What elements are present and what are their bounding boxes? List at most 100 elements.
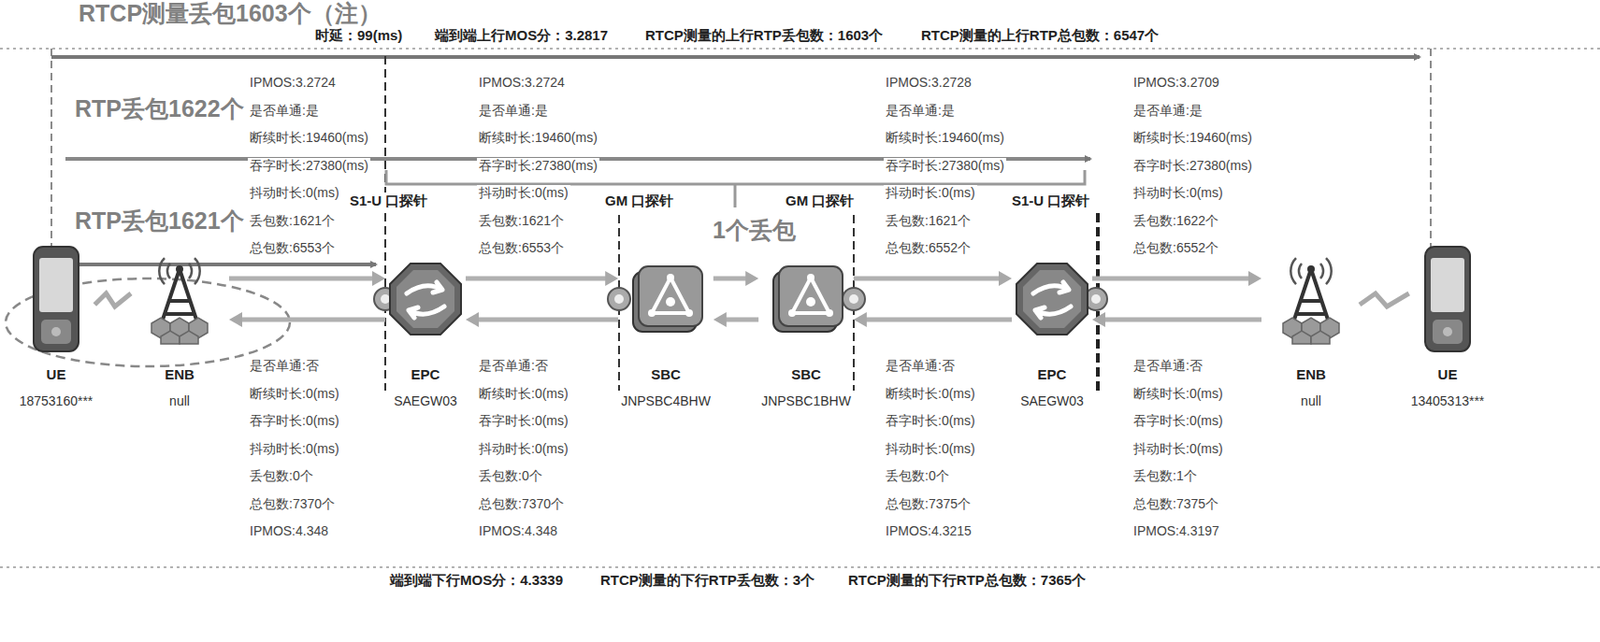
metric-text: 抖动时长:0(ms) (476, 441, 571, 457)
node-type: EPC (411, 366, 441, 383)
bottom-divider (0, 566, 1600, 569)
metric-text: 丢包数:1个 (1131, 468, 1199, 484)
metric-text: 断续时长:19460(ms) (1131, 129, 1255, 145)
metric-text: 断续时长:19460(ms) (247, 129, 371, 145)
stat-text: 时延：99(ms) (313, 27, 404, 44)
top-divider (0, 47, 1600, 50)
metric-text: 丢包数:0个 (883, 468, 952, 484)
flow-arrow (713, 271, 759, 287)
metric-text: 抖动时长:0(ms) (1131, 185, 1226, 201)
metric-text: 总包数:7375个 (1131, 496, 1221, 512)
metric-text: 是否单通:否 (883, 358, 957, 374)
metric-text: 丢包数:0个 (476, 468, 545, 484)
epc-icon (388, 261, 463, 337)
probe-label: S1-U 口探针 (347, 192, 430, 209)
metric-text: 总包数:6553个 (476, 240, 566, 256)
metric-text: 吞字时长:27380(ms) (247, 158, 371, 173)
node-type: SBC (791, 366, 822, 383)
metric-text: IPMOS:3.2728 (883, 74, 974, 90)
metric-text: 断续时长:0(ms) (247, 386, 342, 402)
network-node: ENB null (1264, 252, 1358, 409)
metric-text: 总包数:6552个 (1131, 240, 1221, 256)
metric-text: 总包数:7370个 (247, 496, 337, 512)
probe-label: S1-U 口探针 (1009, 192, 1092, 209)
node-id: null (1300, 393, 1322, 409)
node-type: UE (1438, 366, 1458, 383)
metric-text: 丢包数:1621个 (247, 213, 337, 229)
flow-arrow (853, 271, 1012, 287)
metric-text: 总包数:7370个 (476, 496, 566, 512)
node-id: null (169, 393, 190, 409)
metric-text: 是否单通:否 (476, 358, 550, 374)
loss-label: RTCP测量丢包1603个（注） (76, 0, 384, 28)
enb-icon (1264, 252, 1358, 346)
metric-text: 丢包数:1622个 (1131, 213, 1221, 229)
ue-icon (28, 243, 85, 356)
metric-text: 断续时长:0(ms) (1131, 386, 1226, 402)
metric-text: 总包数:6553个 (247, 240, 337, 256)
metric-text: IPMOS:3.2709 (1131, 74, 1222, 90)
sbc-icon (627, 262, 705, 336)
flow-arrow (1092, 312, 1262, 328)
node-id: SAEGW03 (1020, 393, 1084, 409)
ue-icon (1419, 243, 1476, 356)
stat-text: RTCP测量的下行RTP丢包数：3个 (598, 572, 817, 589)
metric-text: IPMOS:3.2724 (476, 74, 567, 90)
flow-arrow (713, 312, 759, 328)
probe-point (607, 288, 631, 311)
loss-label: RTP丢包1622个 (72, 95, 246, 123)
metric-text: 吞字时长:0(ms) (1131, 413, 1226, 429)
probe-point (842, 288, 865, 311)
rtp-arrow (65, 262, 376, 267)
metric-text: 吞字时长:0(ms) (476, 413, 571, 429)
metric-text: 抖动时长:0(ms) (883, 441, 978, 457)
flow-arrow (853, 312, 1012, 328)
metric-text: 抖动时长:0(ms) (476, 185, 571, 201)
network-node: EPCSAEGW03 (388, 261, 463, 409)
metric-text: 抖动时长:0(ms) (1131, 441, 1226, 457)
epc-icon (1014, 261, 1090, 337)
metric-text: IPMOS:4.348 (247, 523, 331, 539)
metric-text: IPMOS:4.3197 (1131, 523, 1222, 539)
metric-text: 是否单通:是 (1131, 102, 1205, 118)
metric-text: 吞字时长:27380(ms) (476, 158, 600, 173)
network-node: ENB null (132, 252, 227, 409)
metric-text: IPMOS:3.2724 (247, 74, 338, 90)
flow-arrow (229, 312, 386, 328)
sbc-icon (767, 262, 845, 336)
metric-text: 总包数:6552个 (883, 240, 973, 256)
node-type: ENB (164, 366, 195, 383)
metric-text: 抖动时长:0(ms) (247, 441, 342, 457)
flow-arrow (229, 271, 386, 287)
metric-text: 丢包数:0个 (247, 468, 316, 484)
metric-text: 吞字时长:27380(ms) (1131, 158, 1255, 173)
metric-text: 断续时长:19460(ms) (883, 129, 1007, 145)
metric-text: IPMOS:4.3215 (883, 523, 974, 539)
network-node: UE18753160*** (19, 243, 94, 409)
metric-text: 是否单通:是 (883, 102, 957, 118)
metric-text: 是否单通:否 (1131, 358, 1205, 374)
node-id: 13405313*** (1411, 393, 1485, 409)
node-type: UE (46, 366, 67, 383)
loss-label: RTP丢包1621个 (72, 207, 246, 235)
stat-text: 端到端下行MOS分：4.3339 (388, 572, 565, 589)
metric-text: 吞字时长:0(ms) (247, 413, 342, 429)
probe-dash (384, 56, 387, 391)
network-node: SBC JNPSBC1BHW (761, 262, 851, 409)
metric-text: 丢包数:1621个 (476, 213, 566, 229)
stat-text: RTCP测量的上行RTP总包数：6547个 (919, 27, 1161, 44)
loss-bracket (386, 170, 1085, 208)
metric-text: 吞字时长:27380(ms) (883, 158, 1007, 173)
flow-arrow (1092, 271, 1262, 287)
metric-text: 是否单通:否 (247, 358, 321, 374)
metric-text: 断续时长:0(ms) (476, 386, 571, 402)
network-node: EPCSAEGW03 (1014, 261, 1090, 409)
enb-icon (132, 252, 227, 346)
node-type: ENB (1296, 366, 1327, 383)
rtcp-arrow (51, 55, 1420, 59)
network-node: SBCJNPSBC4BHW (620, 262, 711, 409)
node-id: JNPSBC1BHW (761, 393, 851, 409)
stat-text: 端到端上行MOS分：3.2817 (432, 27, 610, 44)
metric-text: 抖动时长:0(ms) (247, 185, 342, 201)
